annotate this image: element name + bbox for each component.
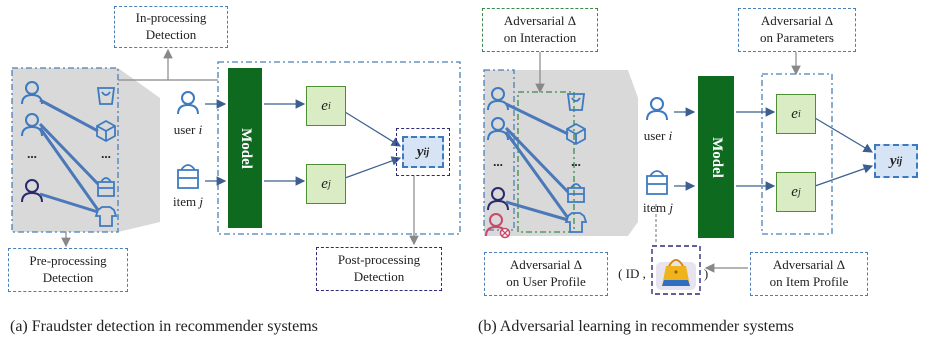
left-interaction-lines xyxy=(38,98,100,214)
right-user-i-icon xyxy=(646,97,668,121)
item-id-close: ) xyxy=(703,266,709,281)
left-interaction-box xyxy=(11,67,119,233)
left-shirt-icon xyxy=(94,206,118,227)
adversarial-user-profile-box: Adversarial Δ on User Profile xyxy=(484,252,608,296)
right-model-block: Model xyxy=(698,76,734,238)
right-caption: (b) Adversarial learning in recommender … xyxy=(478,318,794,335)
right-interaction-lines xyxy=(504,102,570,222)
adversarial-item-profile-box: Adversarial Δ on Item Profile xyxy=(750,252,868,296)
left-interaction-area xyxy=(12,68,160,232)
right-panel xyxy=(483,52,874,295)
right-item-j-icon xyxy=(646,170,668,195)
item-picture-handbag-icon xyxy=(656,259,696,290)
left-prediction-box xyxy=(396,128,450,176)
right-parameters-box xyxy=(761,73,833,235)
adversarial-interaction-box: Adversarial Δ on Interaction xyxy=(482,8,598,52)
right-adversarial-user-icon xyxy=(485,213,511,239)
adversarial-parameters-box: Adversarial Δ on Parameters xyxy=(738,8,856,52)
left-item-j-icon xyxy=(177,164,199,189)
right-handbag-icon xyxy=(567,183,585,203)
left-box-icon xyxy=(96,119,116,143)
post-processing-detection-box: Post-processing Detection xyxy=(316,247,442,291)
left-model-area-box xyxy=(217,61,461,235)
item-id-open: ( ID , xyxy=(618,266,646,281)
left-caption: (a) Fraudster detection in recommender s… xyxy=(10,318,318,335)
pre-processing-detection-box: Pre-processing Detection xyxy=(8,248,128,292)
left-bag-icon xyxy=(96,87,116,105)
right-shirt-icon xyxy=(564,212,588,233)
left-model-block: Model xyxy=(228,68,262,228)
right-item-j-label: item j xyxy=(643,200,673,215)
in-processing-detection-box: In-processing Detection xyxy=(114,6,228,48)
left-panel xyxy=(11,48,461,248)
left-user-i-icon xyxy=(177,91,199,115)
left-dots: ... xyxy=(27,146,37,161)
left-handbag-icon xyxy=(97,177,115,197)
right-dots-items: ... xyxy=(571,154,581,169)
left-dots-items: ... xyxy=(101,146,111,161)
right-user-profile-box xyxy=(483,69,515,231)
right-interaction-area xyxy=(484,70,638,236)
right-dots: ... xyxy=(493,154,503,169)
right-bag-icon xyxy=(566,93,586,111)
right-user-i-label: user i xyxy=(643,128,673,143)
right-box-icon xyxy=(566,122,586,146)
right-interaction-delta-box xyxy=(517,91,575,233)
left-user-i-label: user i xyxy=(173,122,203,137)
left-item-j-label: item j xyxy=(173,194,203,209)
